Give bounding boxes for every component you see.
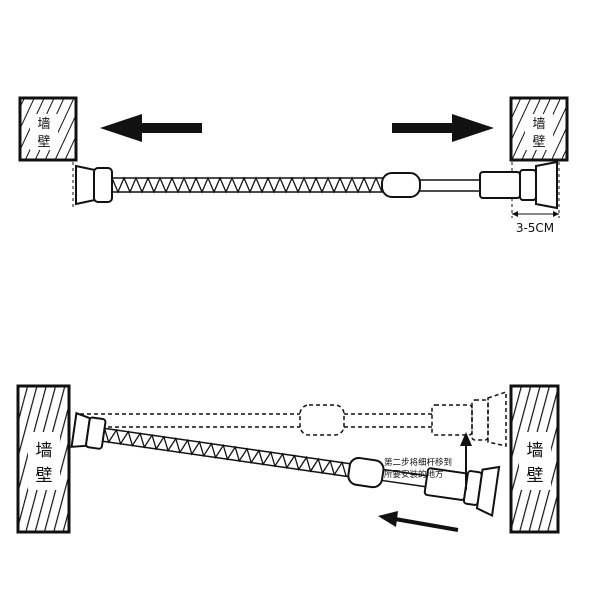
up-arrow (460, 432, 472, 490)
step2-diagram: 墙 壁 墙 壁 (16, 384, 560, 534)
left-wall-bottom: 墙 壁 (16, 384, 71, 534)
step2-note-line2: 所要安装的地方 (384, 469, 444, 480)
left-wall-top: 墙 壁 (18, 96, 78, 162)
wall-label-char-2: 壁 (527, 466, 544, 486)
gap-measurement: 3-5CM (512, 211, 559, 235)
right-wall-top: 墙 壁 (509, 96, 569, 162)
rod-target-position (80, 390, 507, 447)
wall-label-char-2: 壁 (36, 466, 53, 486)
step2-note-line1: 第二步将细杆移到 (384, 457, 452, 468)
alignment-dashed-lines (72, 162, 560, 218)
left-push-arrow (378, 511, 459, 532)
wall-label-char-1: 墙 (532, 117, 545, 132)
wall-label-char-1: 墙 (527, 441, 544, 461)
right-arrow (392, 114, 494, 142)
left-arrow (100, 114, 202, 142)
wall-label-char-2: 壁 (532, 135, 545, 150)
telescopic-rod-top (75, 160, 558, 210)
telescopic-rod-bottom (70, 411, 501, 517)
right-wall-bottom: 墙 壁 (509, 384, 560, 534)
gap-measurement-label: 3-5CM (516, 221, 554, 235)
step1-diagram: 墙 壁 墙 壁 (18, 96, 569, 235)
wall-label-char-1: 墙 (37, 117, 50, 132)
wall-label-char-1: 墙 (36, 441, 53, 461)
wall-label-char-2: 壁 (37, 135, 50, 150)
